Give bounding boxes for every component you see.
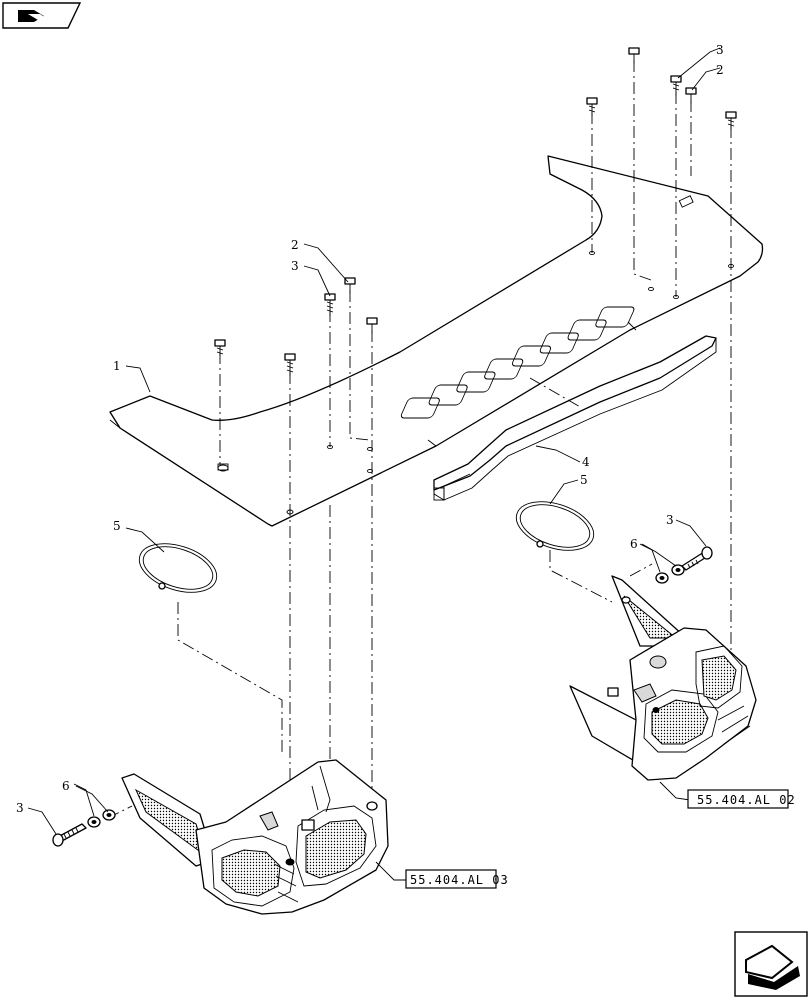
gasket-right	[515, 501, 595, 551]
callout-5-right: 5	[580, 473, 588, 487]
washer-screw-left	[52, 809, 116, 847]
callout-5-left: 5	[113, 519, 121, 533]
assembly-lines	[107, 60, 732, 860]
callout-3-right: 3	[716, 43, 724, 57]
callout-2-right: 2	[716, 63, 724, 77]
callout-1: 1	[113, 359, 121, 373]
callout-numbers: 1 2 3 3 2 4 5 5 3 6 6 3	[16, 43, 724, 815]
reference-right[interactable]: 55.404.AL 02	[687, 789, 796, 809]
screw	[284, 353, 296, 376]
callout-3-washer-right: 3	[666, 513, 674, 527]
cover-plate	[109, 155, 764, 527]
headlamp-right	[569, 575, 757, 781]
book-hand-icon[interactable]	[2, 2, 82, 29]
washer-screw-right	[655, 546, 713, 584]
screw	[725, 111, 737, 130]
callout-2-left: 2	[291, 238, 299, 252]
reference-left-label: 55.404.AL 03	[410, 873, 509, 887]
gasket-left	[138, 543, 218, 593]
reference-left[interactable]: 55.404.AL 03	[405, 869, 509, 889]
callout-6-left: 6	[62, 779, 70, 793]
screw	[344, 277, 356, 294]
vent-slots	[400, 306, 635, 419]
screw	[586, 97, 598, 116]
screw	[324, 293, 336, 316]
callout-3-left: 3	[291, 259, 299, 273]
next-page-arrow-icon[interactable]	[734, 931, 808, 997]
reference-right-label: 55.404.AL 02	[697, 793, 796, 807]
callout-4: 4	[582, 455, 590, 469]
screw	[670, 75, 682, 96]
callout-6-right: 6	[630, 537, 638, 551]
seal-strip	[433, 335, 717, 501]
screw	[214, 339, 226, 356]
screw	[685, 87, 697, 104]
screw-fasteners	[214, 47, 737, 376]
leader-lines	[27, 47, 721, 881]
callout-3-washer-left: 3	[16, 801, 24, 815]
screw	[628, 47, 640, 64]
headlamp-left	[121, 759, 389, 915]
screw	[366, 317, 378, 334]
